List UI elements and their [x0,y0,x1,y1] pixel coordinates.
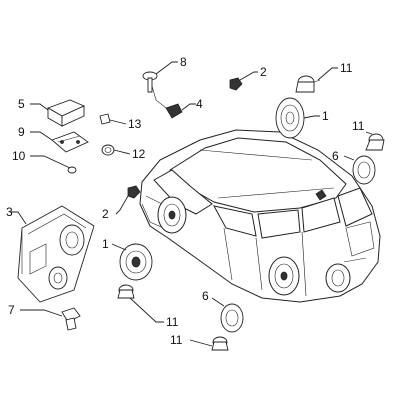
part-2-nut-middle [115,185,141,215]
part-1-speaker-top [275,97,320,139]
callout-2-middle: 2 [102,207,109,221]
callout-7: 7 [8,303,15,317]
part-11-tweeter-bottom [189,336,229,351]
part-2-nut-top [229,71,258,91]
callout-11-bottom: 11 [170,333,183,347]
part-1-speaker-middle [111,243,153,281]
part-9-bracket [30,131,89,153]
part-11-tweeter-right [365,131,385,151]
callout-10: 10 [12,149,26,163]
part-13-clip [99,113,127,125]
part-12-grommet [101,144,131,156]
part-5-module [30,99,86,127]
part-6-ring-bottom [211,297,244,333]
part-4-connector [151,85,196,119]
callout-11-right: 11 [352,119,365,133]
part-11-tweeter-middle [117,284,164,323]
part-3-enclosure [10,205,95,303]
callout-11-top: 11 [340,61,353,75]
callout-5: 5 [18,97,25,111]
callout-4: 4 [196,97,203,111]
part-8-screw [142,61,178,93]
callout-13: 13 [128,117,142,131]
part-6-ring-right [343,155,376,185]
callout-11-middle: 11 [166,315,179,329]
car-illustration [139,129,381,303]
callout-1-middle: 1 [102,237,109,251]
callout-9: 9 [18,125,25,139]
callout-6-right: 6 [332,149,339,163]
part-10-disc [30,155,77,174]
part-11-tweeter-top [295,67,338,93]
callout-8: 8 [180,55,187,69]
callout-3: 3 [6,205,13,219]
callout-2-top: 2 [260,65,267,79]
callout-12: 12 [132,147,146,161]
callout-1-top: 1 [322,109,329,123]
callout-6-bottom: 6 [202,289,209,303]
part-7-connector [20,307,81,331]
